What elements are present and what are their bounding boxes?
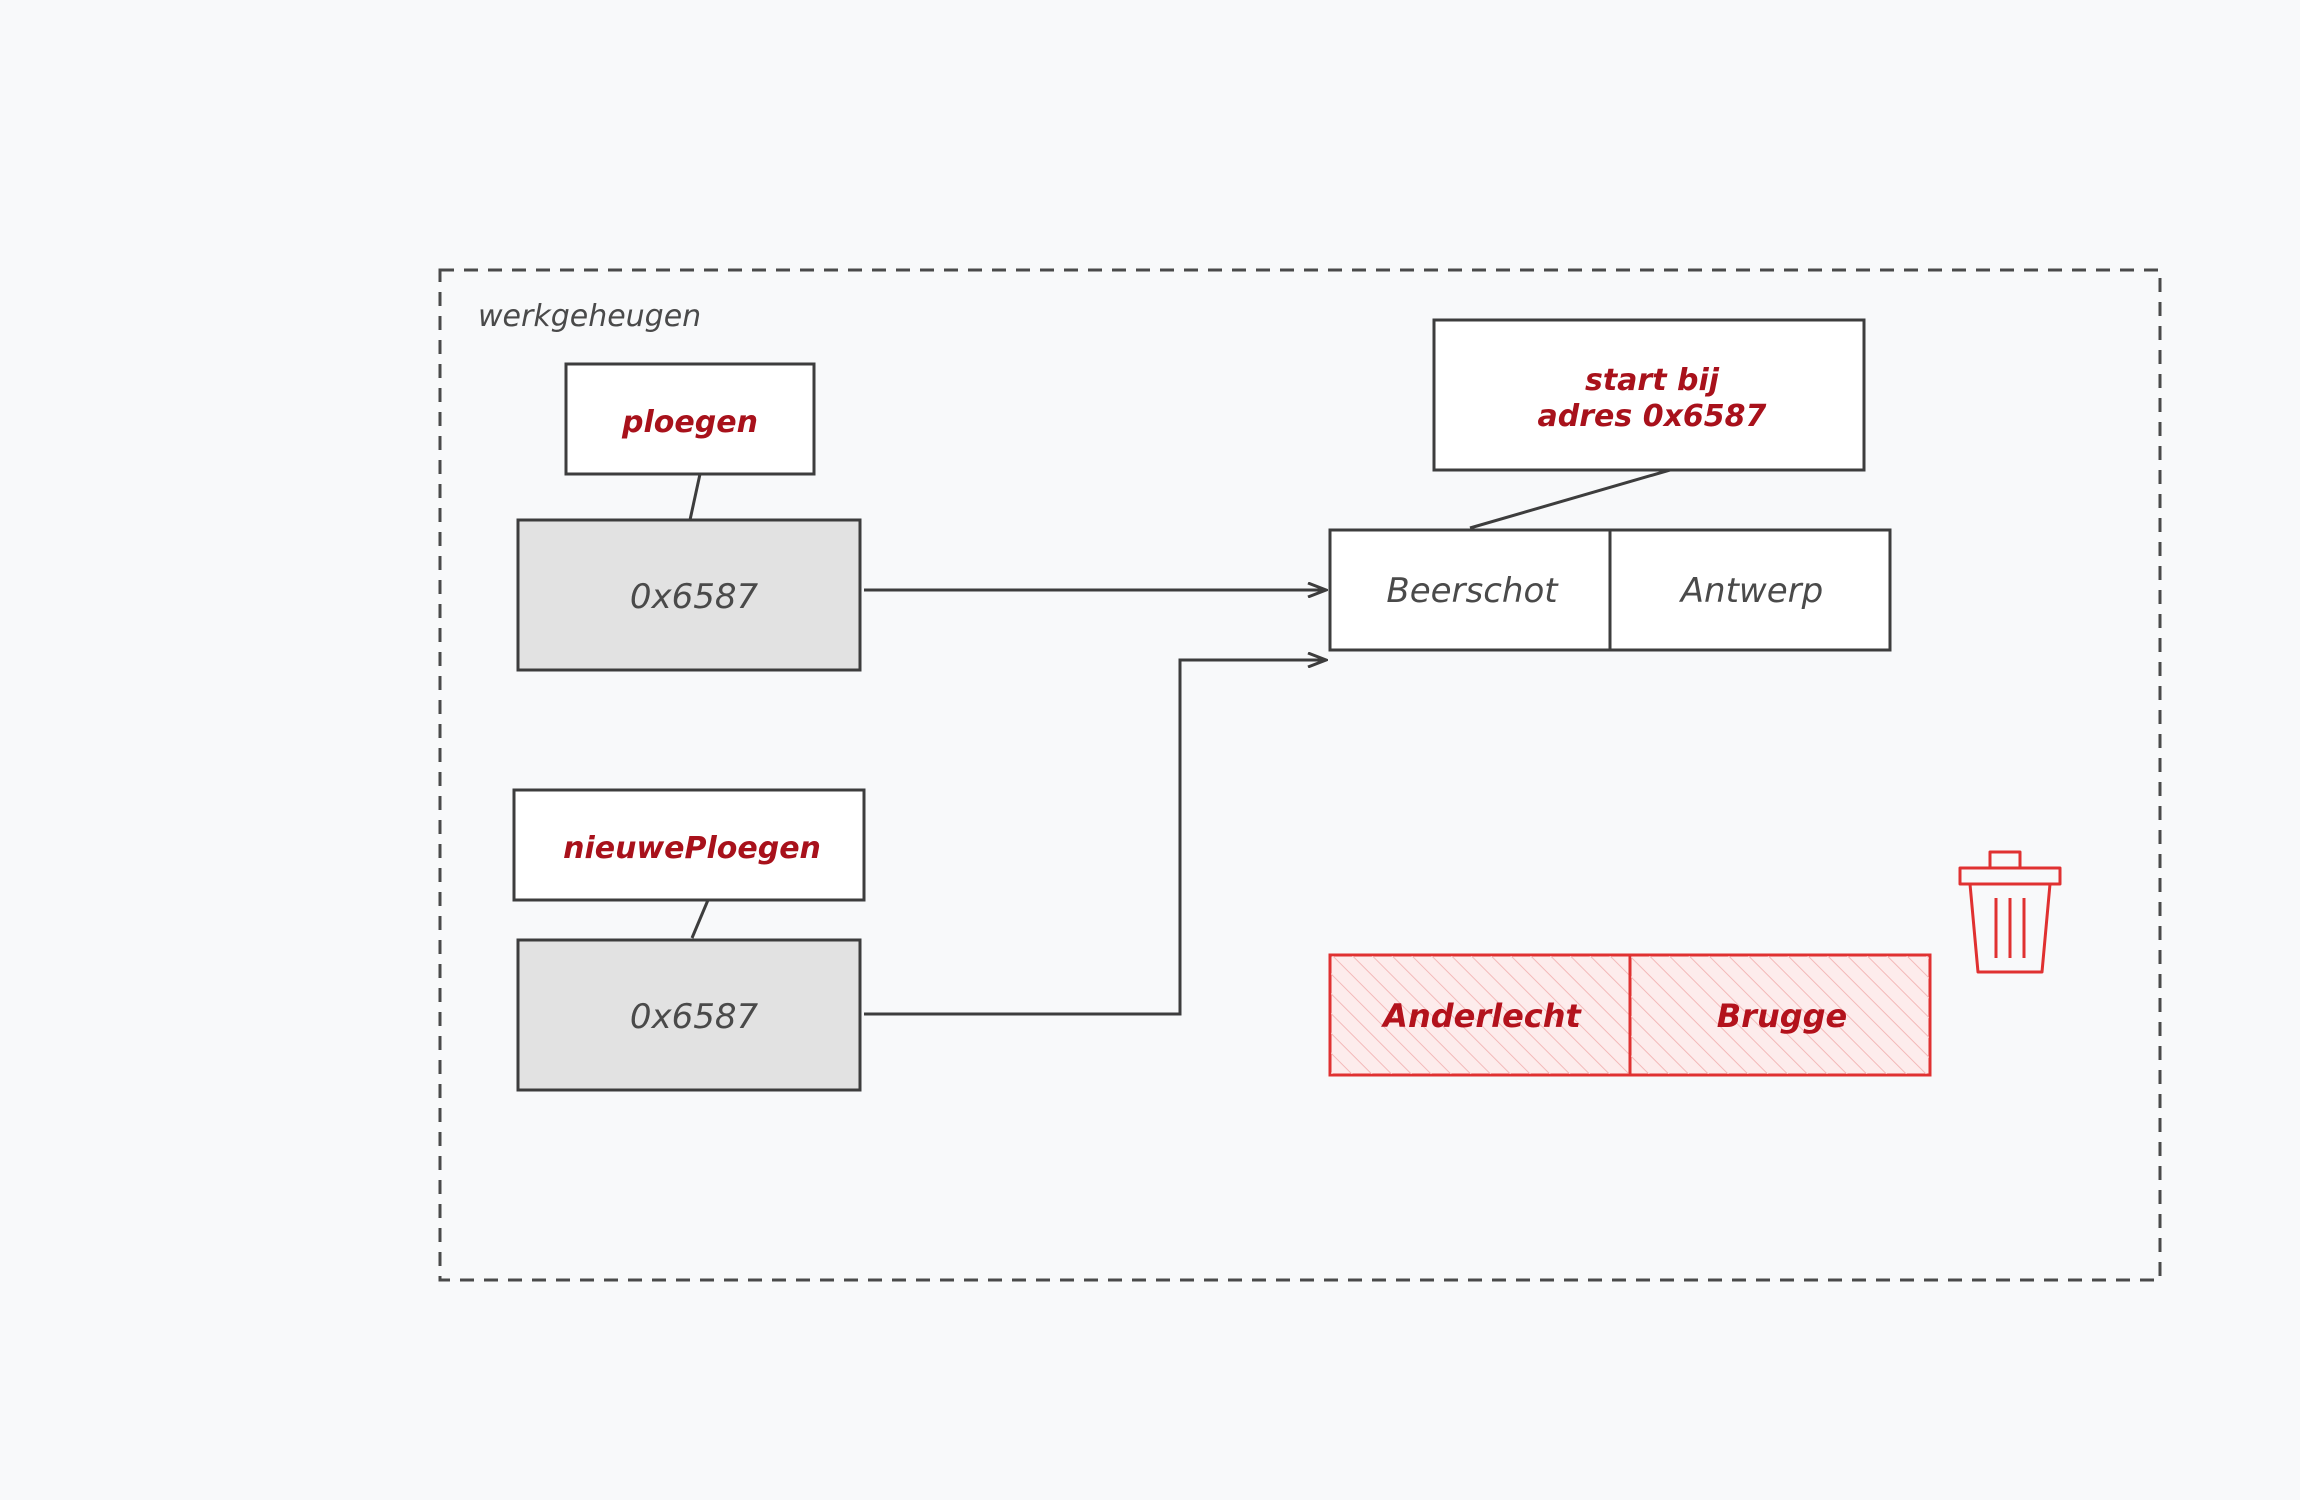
array-garbage-item-1: Brugge xyxy=(1717,997,1847,1035)
var2-name: nieuwePloegen xyxy=(563,831,821,866)
pointer-arrow-2 xyxy=(864,660,1326,1016)
array-live-item-1: Antwerp xyxy=(1679,571,1823,611)
var1-pointer-value: 0x6587 xyxy=(630,577,759,617)
note-line-2: adres 0x6587 xyxy=(1538,399,1767,434)
var1-connector xyxy=(688,473,702,521)
note-box xyxy=(1432,318,1866,472)
note-connector xyxy=(1469,468,1671,530)
array-garbage-hatch-1 xyxy=(1631,956,1929,1074)
array-live-item-0: Beerschot xyxy=(1386,571,1559,611)
array-live-cell-0 xyxy=(1328,528,1612,652)
var2-pointer-box xyxy=(516,938,862,1092)
array-live-cell-1 xyxy=(1608,528,1892,652)
working-memory-label: werkgeheugen xyxy=(478,299,701,334)
var1-pointer-box xyxy=(516,518,862,672)
trash-icon xyxy=(1958,850,2062,974)
note-line-1: start bij xyxy=(1585,363,1720,398)
array-garbage-hatch-0 xyxy=(1331,956,1629,1074)
var2-pointer-value: 0x6587 xyxy=(630,997,759,1037)
var1-name-box xyxy=(564,362,816,476)
var2-connector xyxy=(690,899,710,939)
var1-name: ploegen xyxy=(621,405,758,440)
var2-name-box xyxy=(512,788,866,902)
array-garbage-item-0: Anderlecht xyxy=(1380,997,1582,1035)
working-memory-boundary xyxy=(438,268,2162,1282)
